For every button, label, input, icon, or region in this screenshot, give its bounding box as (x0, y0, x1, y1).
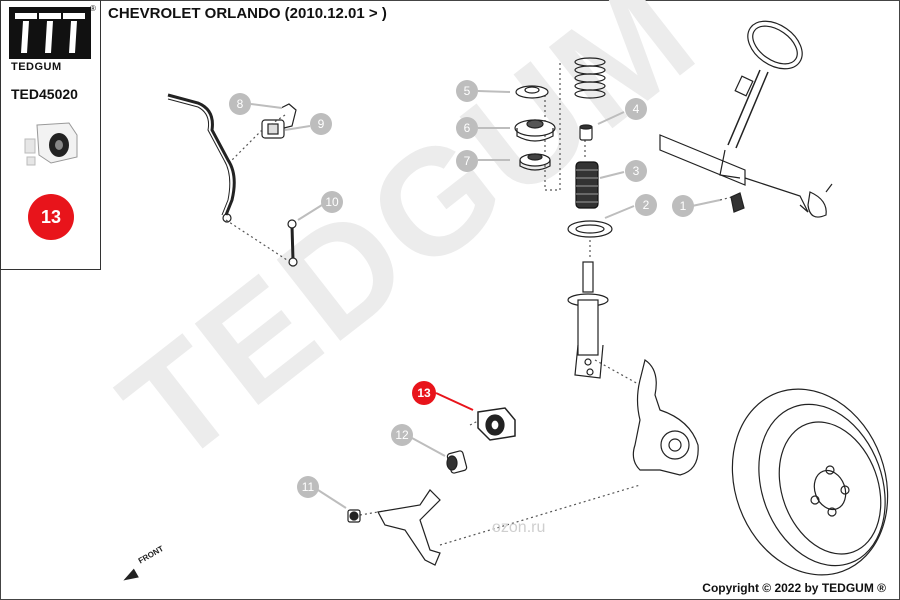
callout-10: 10 (321, 191, 343, 213)
bushing-clamp (280, 103, 297, 129)
part-code: TED45020 (11, 86, 78, 102)
brand-name: TEDGUM (11, 61, 62, 73)
callout-11: 11 (297, 476, 319, 498)
page-title: CHEVROLET ORLANDO (2010.12.01 > ) (108, 5, 387, 22)
lower-control-arm (377, 489, 441, 566)
dust-boot (575, 161, 599, 209)
strut-mount-top (515, 85, 549, 99)
callout-3: 3 (625, 160, 647, 182)
stabilizer-link (290, 225, 295, 261)
callout-5: 5 (456, 80, 478, 102)
callout-7: 7 (456, 150, 478, 172)
stabilizer-bar (167, 93, 236, 216)
watermark-site: ozon.ru (492, 519, 546, 536)
watermark-text: TEDGUM (91, 0, 726, 495)
part-thumbnail (24, 122, 78, 166)
callout-9: 9 (310, 113, 332, 135)
callout-8: 8 (229, 93, 251, 115)
callout-12: 12 (391, 424, 413, 446)
copyright-notice: Copyright © 2022 by TEDGUM ® (702, 581, 886, 595)
callout-2: 2 (635, 194, 657, 216)
front-arrow: FRONT (123, 544, 167, 581)
tie-rod-boot (730, 192, 745, 213)
shock-absorber (567, 261, 609, 379)
callout-6: 6 (456, 117, 478, 139)
steering-knuckle (632, 359, 699, 476)
svg-text:FRONT: FRONT (137, 544, 165, 566)
callout-4: 4 (625, 98, 647, 120)
steering-assembly (659, 20, 833, 218)
control-arm-bushing-small (446, 450, 468, 474)
control-arm-bushing-front (477, 407, 516, 441)
part-number-badge: 13 (28, 194, 74, 240)
coil-spring (574, 57, 606, 99)
registered-mark: ® (90, 4, 96, 13)
tedgum-logo (9, 7, 91, 59)
callout-1: 1 (672, 195, 694, 217)
wheel (731, 388, 889, 576)
sidebar-panel: ® TEDGUM TED45020 13 (0, 0, 101, 270)
callout-13: 13 (412, 381, 436, 405)
spring-pad (567, 220, 613, 238)
bar-end (222, 213, 232, 223)
